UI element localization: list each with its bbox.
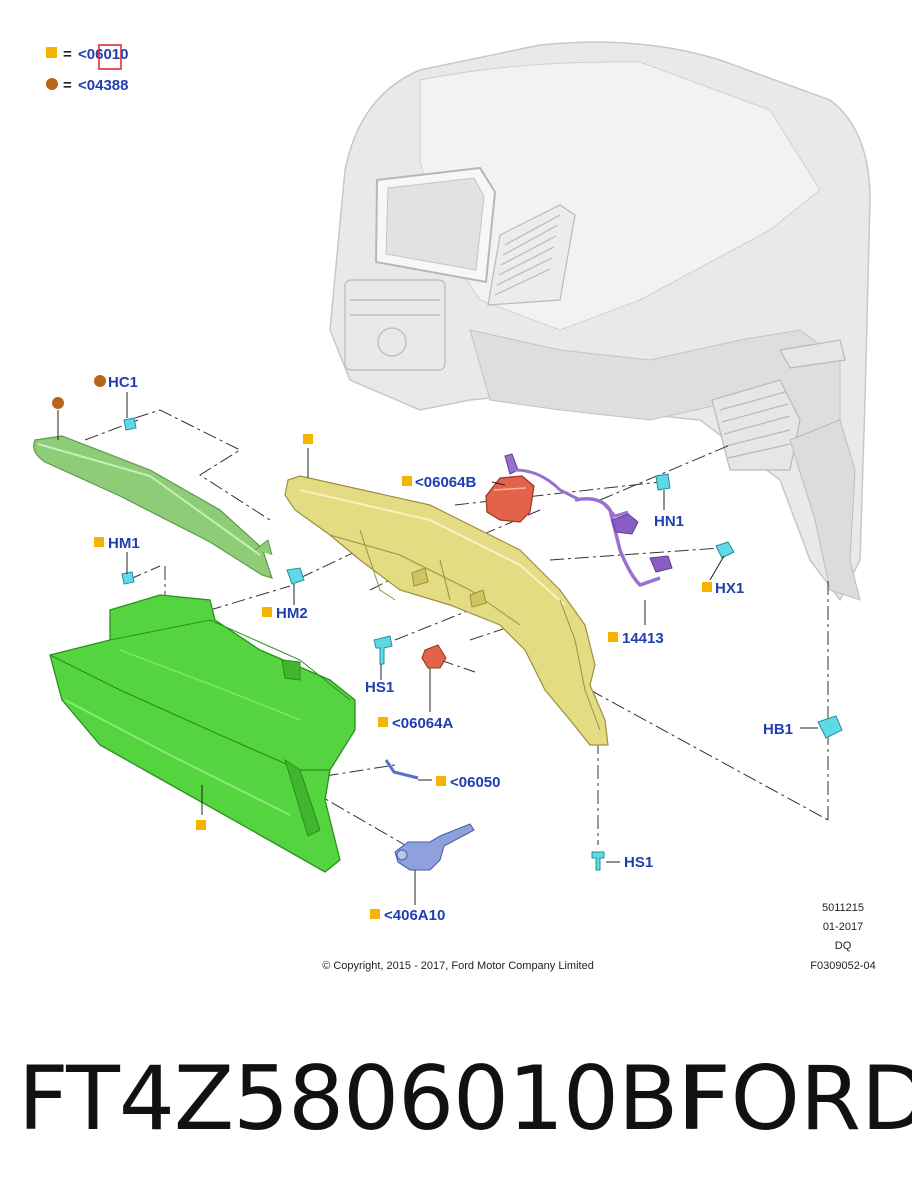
legend-equals-2: = [63, 77, 72, 94]
rod-06050[interactable] [384, 759, 419, 780]
module-06064b[interactable] [485, 453, 581, 523]
orange-square-icon [608, 632, 618, 642]
latch-406a10[interactable] [394, 823, 475, 871]
orange-square-icon [262, 607, 272, 617]
copyright: © Copyright, 2015 - 2017, Ford Motor Com… [322, 960, 594, 972]
callout-hc1[interactable]: HC1 [108, 374, 138, 391]
callout-hx1[interactable]: HX1 [715, 580, 744, 597]
meta-figure: F0309052-04 [810, 960, 875, 972]
glove-box-bin[interactable] [49, 594, 356, 873]
brand-name: FORD [680, 1047, 912, 1150]
callout-06064b[interactable]: <06064B [415, 474, 476, 491]
orange-square-icon [94, 537, 104, 547]
leader-lines [57, 392, 818, 905]
orange-square-icon [702, 582, 712, 592]
meta-initials: DQ [835, 940, 852, 952]
brown-circle-icon [52, 397, 64, 409]
part-number: FT4Z5806010BF [18, 1047, 728, 1150]
clip-hn1[interactable] [655, 473, 671, 491]
orange-square-icon [378, 717, 388, 727]
glove-box-upper-trim[interactable] [33, 435, 273, 579]
orange-square-icon [402, 476, 412, 486]
clip-hm2[interactable] [286, 567, 305, 585]
meta-date: 01-2017 [823, 921, 863, 933]
clip-hx1[interactable] [715, 541, 735, 559]
clip-hc1[interactable] [123, 417, 137, 431]
nut-hb1[interactable] [817, 715, 843, 739]
clip-hm1[interactable] [121, 571, 135, 585]
legend-equals-1: = [63, 46, 72, 63]
highlight-box [98, 44, 122, 70]
orange-square-icon [370, 909, 380, 919]
callout-hm1[interactable]: HM1 [108, 535, 140, 552]
callout-hn1[interactable]: HN1 [654, 513, 684, 530]
glove-box-support-bracket[interactable] [284, 475, 609, 746]
orange-square-icon [46, 47, 57, 58]
wiring-harness-14413[interactable] [574, 497, 673, 588]
legend-code-06010[interactable]: <06010 [78, 46, 128, 63]
legend: = <06010 = <04388 [46, 44, 128, 94]
orange-square-icon [196, 820, 206, 830]
callouts: HC1 HM1 HM2 <06064B HN1 HX1 14413 HS1 <0… [52, 374, 793, 924]
callout-06064a[interactable]: <06064A [392, 715, 453, 732]
callout-hb1[interactable]: HB1 [763, 721, 793, 738]
module-06064a[interactable] [421, 644, 447, 669]
orange-square-icon [436, 776, 446, 786]
brown-circle-icon [94, 375, 106, 387]
meta-code: 5011215 [822, 902, 864, 914]
orange-square-icon [303, 434, 313, 444]
instrument-panel [329, 41, 871, 602]
parts-diagram: = <06010 = <04388 HC1 HM1 HM2 <06064B HN… [33, 41, 876, 972]
callout-hm2[interactable]: HM2 [276, 605, 308, 622]
figure-metadata: 5011215 01-2017 DQ F0309052-04 © Copyrig… [322, 902, 876, 972]
callout-06050[interactable]: <06050 [450, 774, 500, 791]
callout-hs1-top[interactable]: HS1 [365, 679, 394, 696]
brown-circle-icon [46, 78, 58, 90]
callout-14413[interactable]: 14413 [622, 630, 664, 647]
screw-hs1-bottom[interactable] [591, 851, 605, 871]
legend-code-04388[interactable]: <04388 [78, 77, 128, 94]
callout-hs1-bottom[interactable]: HS1 [624, 854, 653, 871]
callout-406a10[interactable]: <406A10 [384, 907, 445, 924]
screw-hs1-top[interactable] [373, 635, 393, 665]
